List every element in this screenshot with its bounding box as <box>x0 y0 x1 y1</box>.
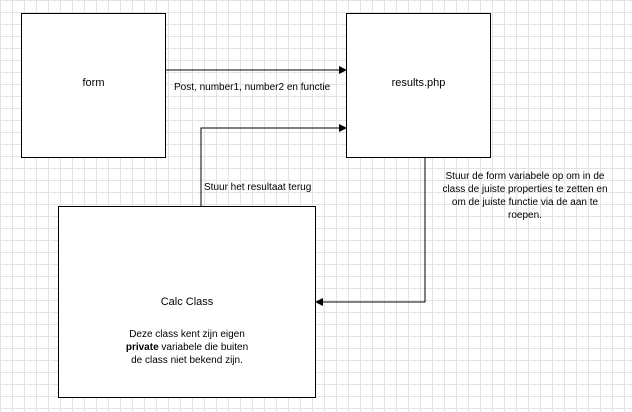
edge-label-form-to-results: Post, number1, number2 en functie <box>174 82 331 93</box>
edge-label-results-to-calc-line-2: class de juiste properties te zetten en <box>442 184 608 195</box>
calc-desc-line-1: Deze class kent zijn eigen <box>129 329 245 340</box>
calc-desc-line-3: de class niet bekend zijn. <box>131 355 243 366</box>
calc-desc-private-bold: private <box>125 342 159 353</box>
edge-label-results-to-calc-line-3: om de juiste functie via de aan te <box>451 197 599 208</box>
calc-desc-line-2-rest: variabele die buiten <box>158 342 249 353</box>
edge-calc-to-results <box>200 124 347 206</box>
form-node: form <box>21 13 166 158</box>
edge-label-results-to-calc-line-1: Stuur de form variabele op om in de <box>445 171 605 182</box>
calc-desc-line-2: private variabele die buiten <box>59 341 315 354</box>
edge-results-to-calc <box>315 158 426 306</box>
calc-class-title: Calc Class <box>160 296 214 308</box>
form-node-title: form <box>82 77 105 89</box>
results-node-title: results.php <box>391 77 446 89</box>
calc-class-node: Calc Class Deze class kent zijn eigen pr… <box>58 206 316 398</box>
edge-label-results-to-calc-line-4: roepen. <box>508 210 542 221</box>
edge-label-results-to-calc: Stuur de form variabele op om in de clas… <box>430 170 620 222</box>
calc-class-description: Deze class kent zijn eigen private varia… <box>59 328 315 367</box>
results-node: results.php <box>346 13 491 158</box>
edge-label-calc-to-results: Stuur het resultaat terug <box>204 182 312 193</box>
